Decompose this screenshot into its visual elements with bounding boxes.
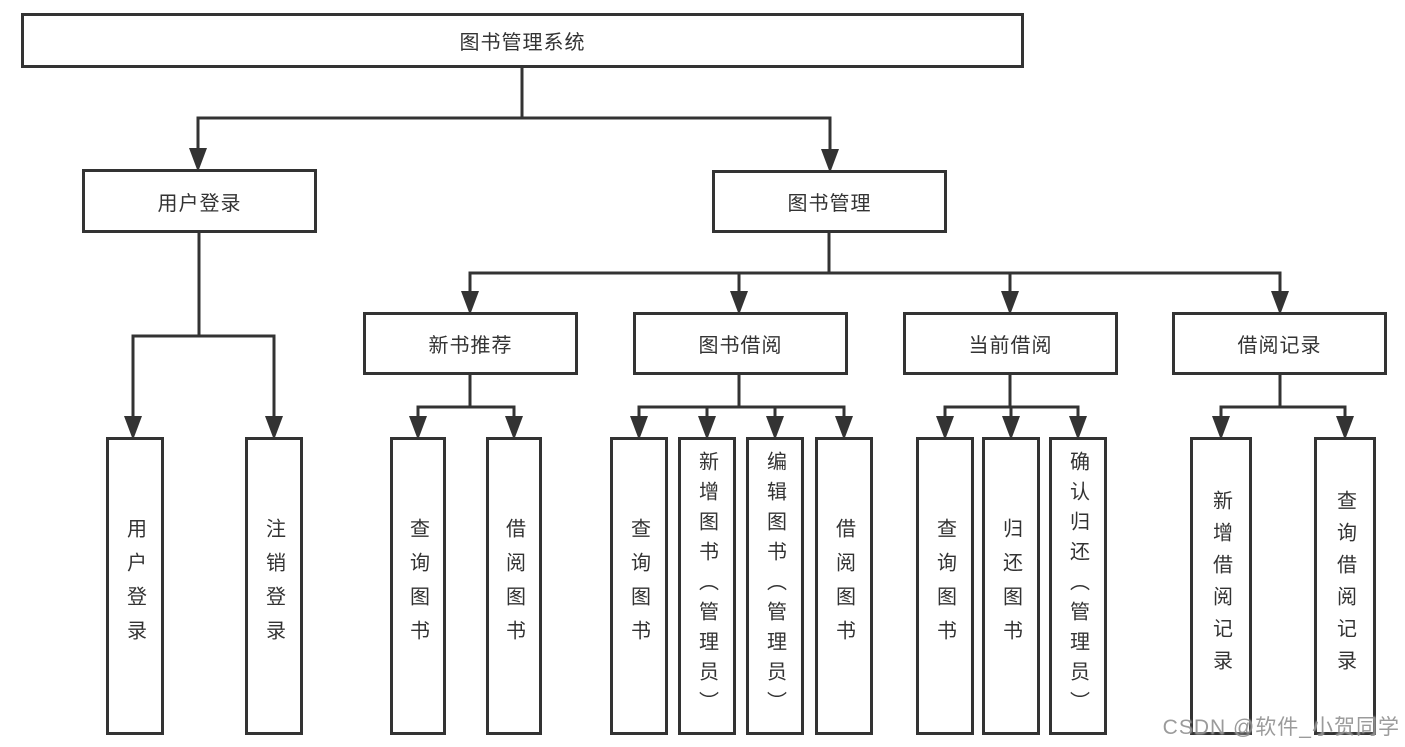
leaf-query-books-recommend: 查询图书	[390, 437, 446, 735]
leaf-borrow-books: 借阅图书	[815, 437, 873, 735]
leaf-label: 编辑图书（管理员）	[763, 451, 786, 721]
node-book-management: 图书管理	[712, 170, 947, 233]
csdn-watermark: CSDN @软件_小贺同学	[1162, 716, 1400, 739]
leaf-label: 查询借阅记录	[1333, 490, 1356, 682]
node-label: 用户登录	[157, 192, 242, 215]
node-new-book-recommend: 新书推荐	[363, 312, 578, 375]
node-label: 图书管理	[787, 193, 872, 215]
leaf-query-books-borrow: 查询图书	[610, 437, 668, 735]
leaf-label: 查询图书	[933, 518, 956, 654]
node-label: 图书管理系统	[459, 32, 586, 54]
node-label: 新书推荐	[428, 335, 513, 357]
node-label: 当前借阅	[968, 335, 1053, 357]
leaf-query-books-current: 查询图书	[916, 437, 974, 735]
leaf-label: 用户登录	[123, 518, 146, 654]
leaf-label: 注销登录	[262, 518, 285, 654]
leaf-label: 借阅图书	[502, 518, 525, 654]
leaf-add-books-admin: 新增图书（管理员）	[678, 437, 736, 735]
node-borrowing-records: 借阅记录	[1172, 312, 1387, 375]
node-user-login: 用户登录	[82, 169, 317, 233]
leaf-label: 新增图书（管理员）	[695, 451, 718, 721]
leaf-label: 查询图书	[406, 518, 429, 654]
leaf-label: 借阅图书	[832, 518, 855, 654]
leaf-label: 新增借阅记录	[1209, 490, 1232, 682]
node-label: 图书借阅	[698, 335, 783, 357]
leaf-borrow-books-recommend: 借阅图书	[486, 437, 542, 735]
node-current-borrowing: 当前借阅	[903, 312, 1118, 375]
leaf-label: 查询图书	[627, 518, 650, 654]
leaf-label: 归还图书	[999, 518, 1022, 654]
node-label: 借阅记录	[1237, 335, 1322, 357]
leaf-return-books: 归还图书	[982, 437, 1040, 735]
leaf-confirm-return-admin: 确认归还（管理员）	[1049, 437, 1107, 735]
leaf-add-borrow-record: 新增借阅记录	[1190, 437, 1252, 735]
leaf-logout: 注销登录	[245, 437, 303, 735]
leaf-label: 确认归还（管理员）	[1066, 451, 1089, 721]
node-book-borrowing: 图书借阅	[633, 312, 848, 375]
leaf-user-login: 用户登录	[106, 437, 164, 735]
node-library-management-system: 图书管理系统	[21, 13, 1024, 68]
leaf-query-borrow-record: 查询借阅记录	[1314, 437, 1376, 735]
leaf-edit-books-admin: 编辑图书（管理员）	[746, 437, 804, 735]
